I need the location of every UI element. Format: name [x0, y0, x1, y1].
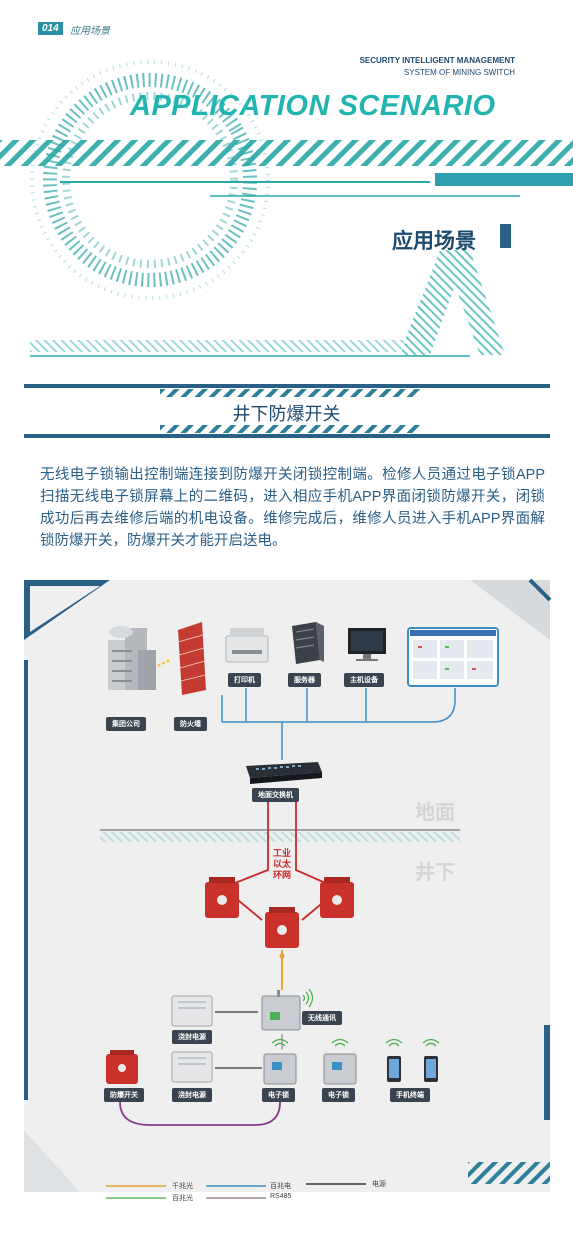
- wireless-signal-icon: [302, 988, 314, 1008]
- mobile-phone-icon-1: [387, 1056, 401, 1082]
- monitor-icon: [348, 628, 386, 661]
- section-band-bottom-hatch: [160, 425, 420, 433]
- page-section-label: 应用场景: [70, 26, 110, 37]
- power-lines: [215, 1011, 262, 1069]
- label-explosion-switch: 防爆开关: [104, 1088, 144, 1102]
- section-band-top-hatch: [160, 389, 420, 397]
- label-power-supply-1: 浇封电源: [172, 1030, 212, 1044]
- label-firewall: 防火墙: [174, 717, 207, 731]
- legend-100m-fiber: 百兆光: [172, 1195, 193, 1202]
- power-supply-icon-2: [171, 1051, 213, 1083]
- panel-corner-bl: [24, 1130, 80, 1192]
- label-industrial-ring: 工业以太环网: [271, 848, 293, 881]
- header-graphics: [0, 60, 573, 357]
- legend-gigabit-fiber: 千兆光: [172, 1183, 193, 1190]
- letter-a-graphic: [400, 250, 505, 355]
- label-group-company: 集团公司: [106, 717, 146, 731]
- panel-side-bar-right: [544, 1025, 550, 1120]
- lock-wireless-icons: [271, 1038, 440, 1047]
- network-switch-icon: [246, 762, 322, 784]
- label-mobile-terminal: 手机终端: [390, 1088, 430, 1102]
- legend-power: 电源: [372, 1181, 386, 1188]
- explosion-proof-switch-center: [265, 907, 299, 948]
- decorative-dot-arc: [30, 60, 270, 300]
- title-accent-bar: [500, 224, 511, 248]
- legend-rs485: RS485: [270, 1193, 292, 1200]
- explosion-proof-switch-bottom: [106, 1050, 138, 1084]
- label-server: 服务器: [288, 673, 321, 687]
- panel-side-bar-left: [24, 660, 28, 1100]
- printer-icon: [225, 628, 269, 663]
- lock-switch-link: [119, 1101, 281, 1126]
- electronic-lock-icon-1: [263, 1053, 297, 1085]
- subtitle-line-1: SECURITY INTELLIGENT MANAGEMENT: [359, 56, 515, 65]
- label-power-supply-2: 浇封电源: [172, 1088, 212, 1102]
- subtitle-line-2: SYSTEM OF MINING SWITCH: [403, 68, 515, 77]
- label-host: 主机设备: [344, 673, 384, 687]
- network-lines-blue: [221, 688, 456, 760]
- hatched-band: [0, 140, 573, 166]
- panel-corner-tr: [470, 580, 550, 640]
- electronic-lock-icon-2: [323, 1053, 357, 1085]
- power-supply-icon-1: [171, 995, 213, 1027]
- explosion-proof-switch-right: [320, 877, 354, 918]
- firewall-icon: [177, 622, 206, 695]
- section-title: 井下防爆开关: [232, 404, 341, 424]
- section-description: 无线电子锁输出控制端连接到防爆开关闭锁控制端。检修人员通过电子锁APP扫描无线电…: [40, 467, 545, 549]
- label-electronic-lock-1: 电子锁: [262, 1088, 295, 1102]
- page-title-cn: 应用场景: [392, 230, 476, 253]
- dashboard-screen-icon: [407, 627, 499, 687]
- panel-corner-br-hatch: [468, 1162, 550, 1184]
- label-wireless-comm: 无线通讯: [302, 1011, 342, 1025]
- mobile-phone-icon-2: [424, 1056, 438, 1082]
- wireless-base-station-icon: [261, 990, 301, 1031]
- zone-label-underground: 井下: [415, 862, 455, 884]
- page-title-en: APPLICATION SCENARIO: [130, 90, 496, 122]
- explosion-proof-switch-left: [205, 877, 239, 918]
- label-printer: 打印机: [228, 673, 261, 687]
- label-surface-switch: 地面交换机: [252, 788, 299, 802]
- section-band-top-line: [24, 384, 550, 388]
- page-number: 014: [38, 22, 63, 35]
- zone-label-surface: 地面: [415, 802, 455, 824]
- label-electronic-lock-2: 电子锁: [322, 1088, 355, 1102]
- group-company-icon: [108, 626, 156, 690]
- section-band-bottom-line: [24, 434, 550, 438]
- server-icon: [292, 622, 324, 664]
- legend-100m-electric: 百兆电: [270, 1183, 291, 1190]
